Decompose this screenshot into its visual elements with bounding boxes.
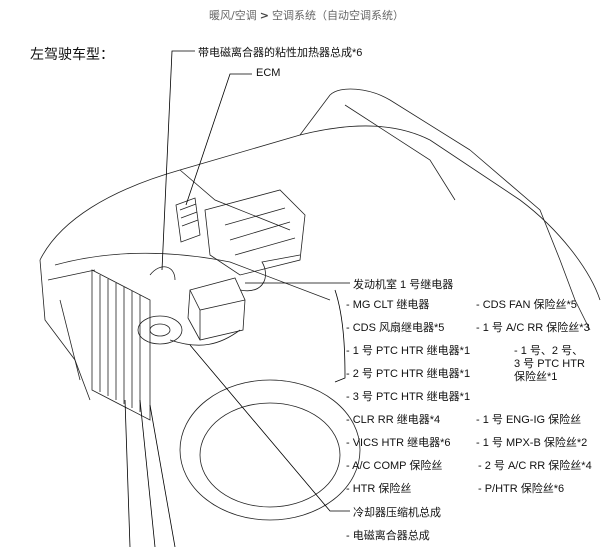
breadcrumb-part1: 暖风/空调 [209,9,257,22]
relay-block [187,277,246,341]
hose [239,254,301,292]
ptc-fuse-line: 3 号 PTC HTR [514,358,585,370]
fuse-item: - 1 号 ENG-IG 保险丝 [476,414,582,426]
ecm-unit [175,197,201,243]
fuse-item: - 1 号 A/C RR 保险丝*3 [476,322,590,334]
relay-item: - MG CLT 继电器 [346,299,430,311]
relay-item: - 2 号 PTC HTR 继电器*1 [346,368,471,380]
ptc-fuse-line: 保险丝*1 [514,371,558,383]
callout-viscous-heater: 带电磁离合器的粘性加热器总成*6 [198,47,363,59]
fuse-item: - P/HTR 保险丝*6 [478,483,565,495]
fuse-item: - 1 号 MPX-B 保险丝*2 [476,437,588,449]
relay-item: - HTR 保险丝 [346,483,412,495]
relay-item: - 1 号 PTC HTR 继电器*1 [346,345,471,357]
radiator [91,269,151,421]
relay-item: - CDS 风扇继电器*5 [346,322,445,334]
ptc-fuse-line: - 1 号、2 号、 [514,345,584,357]
breadcrumb-part2: 空调系统（自动空调系统） [271,9,404,22]
compressor-sub-item: - 电磁离合器总成 [346,530,430,542]
callout-ecm: ECM [256,67,281,79]
breadcrumb-separator: > [259,9,269,22]
fuse-item: - CDS FAN 保险丝*5 [476,299,577,311]
relay-item: - CLR RR 继电器*4 [346,414,441,426]
hvac-unit [204,189,306,276]
leader-lines [124,50,350,547]
callout-engine-room-relay: 发动机室 1 号继电器 [353,279,454,291]
page-title: 左驾驶车型： [30,47,114,63]
breadcrumb: 暖风/空调>空调系统（自动空调系统） [0,7,613,23]
relay-item: - 3 号 PTC HTR 继电器*1 [346,391,471,403]
compressor [137,266,241,346]
relay-item: - VICS HTR 继电器*6 [346,437,451,449]
relay-item: - A/C COMP 保险丝 [346,460,443,472]
fuse-item: - 2 号 A/C RR 保险丝*4 [478,460,592,472]
callout-compressor: 冷却器压缩机总成 [353,507,441,519]
car-body-outline [39,88,601,521]
